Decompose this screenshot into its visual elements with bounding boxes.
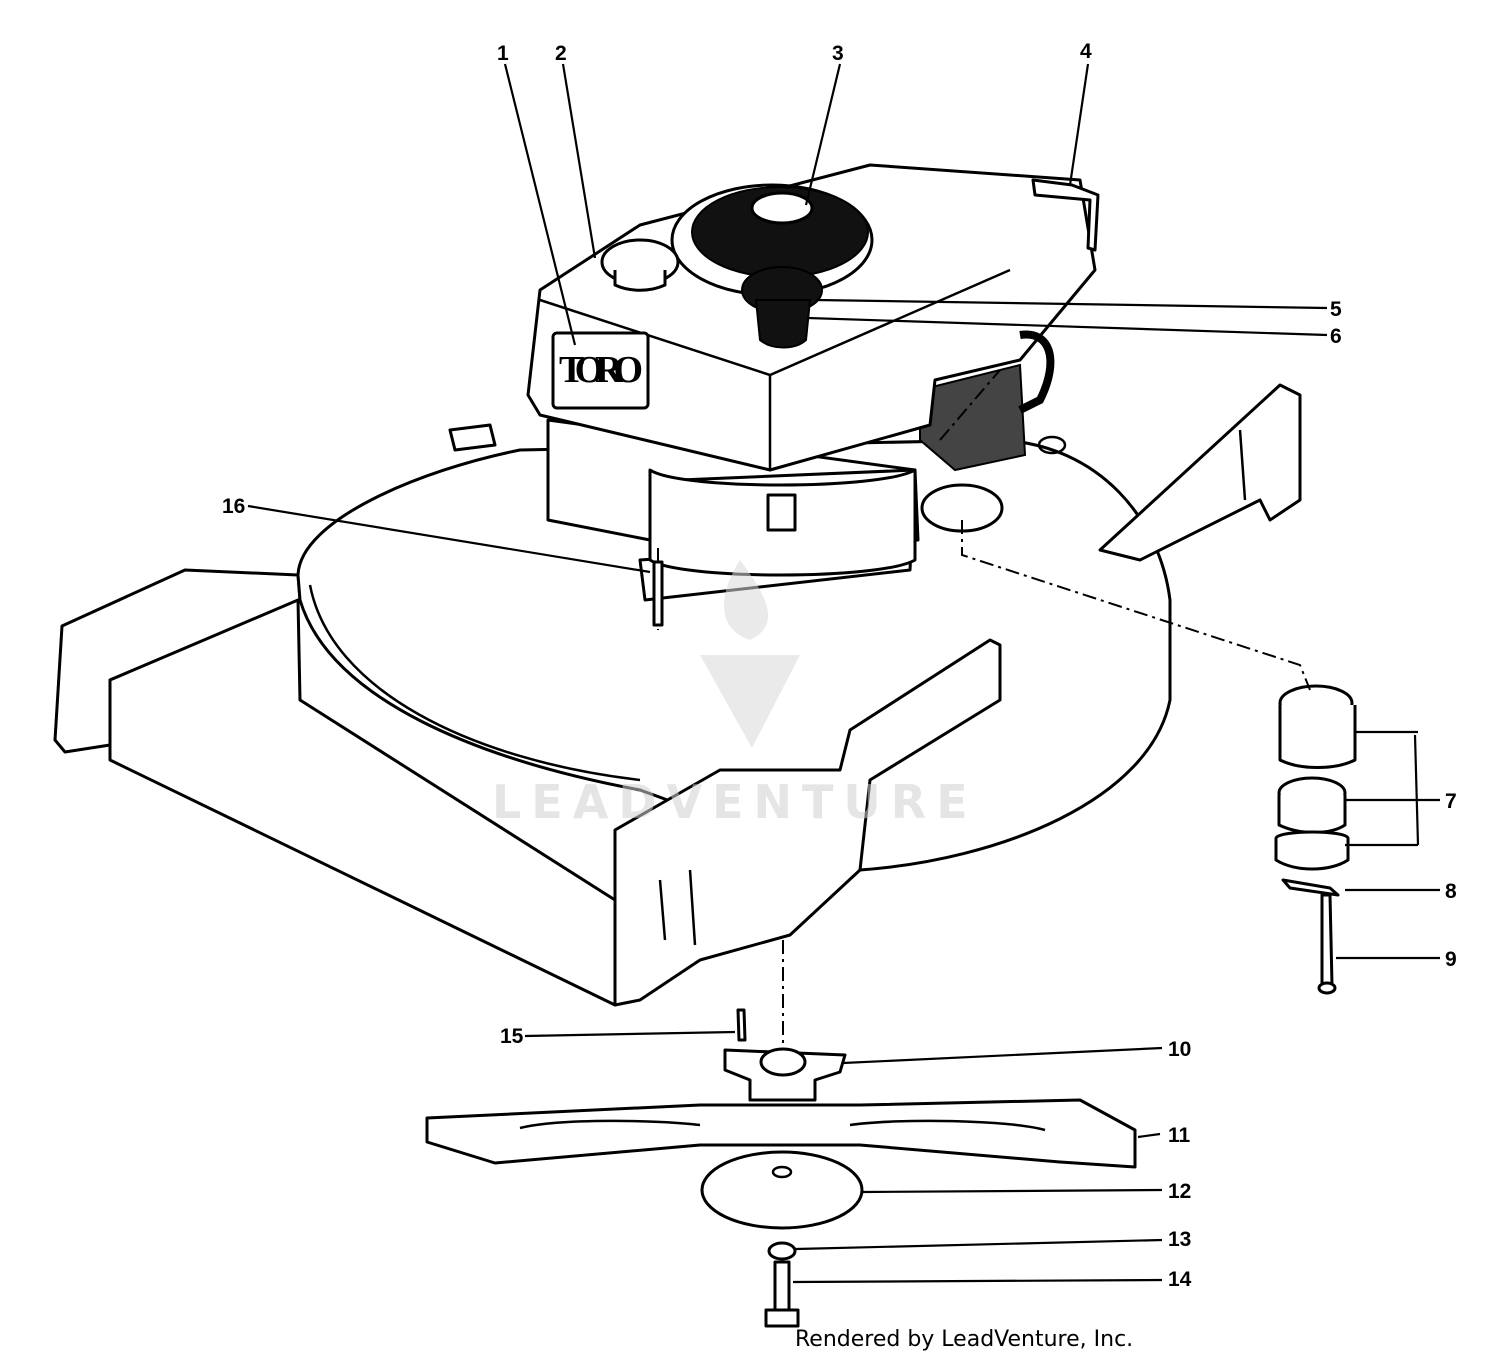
callout-13: 13 bbox=[1168, 1228, 1191, 1251]
leader-lines bbox=[247, 63, 1440, 1284]
callout-3: 3 bbox=[832, 42, 844, 65]
callout-9: 9 bbox=[1445, 948, 1457, 971]
callout-6: 6 bbox=[1330, 325, 1342, 348]
callout-11: 11 bbox=[1168, 1124, 1191, 1147]
callout-8: 8 bbox=[1445, 880, 1457, 903]
mounting-screw bbox=[652, 548, 664, 630]
callout-5: 5 bbox=[1330, 298, 1342, 321]
callout-4: 4 bbox=[1080, 40, 1092, 63]
callout-12: 12 bbox=[1168, 1180, 1191, 1203]
callout-10: 10 bbox=[1168, 1038, 1191, 1061]
callout-7: 7 bbox=[1445, 790, 1457, 813]
callout-15: 15 bbox=[500, 1025, 524, 1048]
callout-2: 2 bbox=[555, 42, 567, 65]
assembly-lines bbox=[782, 369, 1311, 1050]
isolator-mount bbox=[1274, 684, 1357, 995]
credit-text: Rendered by LeadVenture, Inc. bbox=[795, 1327, 1133, 1352]
callout-16: 16 bbox=[222, 495, 245, 518]
watermark-text: LEADVENTURE bbox=[492, 775, 978, 829]
watermark: LEADVENTURE bbox=[492, 560, 978, 829]
brand-logo: TORO bbox=[559, 349, 643, 391]
callout-14: 14 bbox=[1168, 1268, 1192, 1291]
callout-labels: 1 2 3 4 5 6 7 8 9 10 11 12 13 14 15 16 bbox=[222, 40, 1457, 1291]
blade-assembly bbox=[425, 1008, 1137, 1328]
callout-1: 1 bbox=[497, 42, 509, 65]
